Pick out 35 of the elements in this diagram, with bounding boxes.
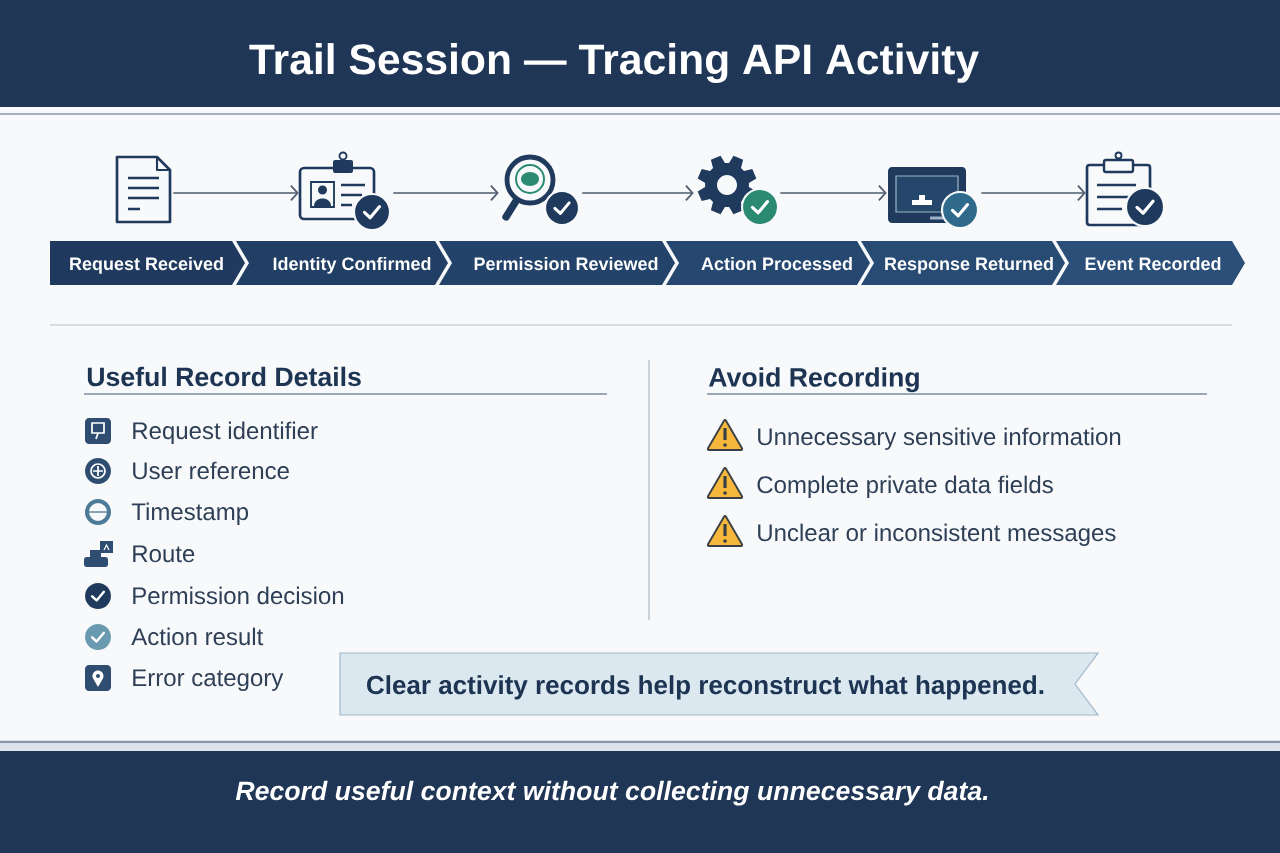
arrow: [980, 184, 1086, 202]
arrow: [779, 184, 887, 202]
chevron-step: Response Returned: [861, 241, 1065, 285]
list-item: Request identifier: [133, 421, 318, 444]
chevron-step: Identity Confirmed: [236, 241, 448, 285]
section-heading: Avoid Recording: [708, 367, 919, 393]
arrow: [581, 184, 694, 202]
list-item: Unnecessary sensitive information: [758, 427, 1121, 450]
list-item: User reference: [133, 461, 289, 480]
list-item: Action result: [131, 627, 264, 646]
list-item: Error category: [133, 669, 284, 691]
gear-icon: [697, 155, 780, 227]
list-item: Permission decision: [133, 586, 344, 605]
chevron-step: Event Recorded: [1056, 241, 1245, 285]
magnifier-icon: [502, 154, 581, 227]
arrow: [392, 184, 499, 202]
monitor-icon: [888, 167, 980, 230]
clipboard-icon: [1085, 151, 1166, 228]
node-label: Action Processed: [701, 256, 852, 271]
arrow: [172, 184, 299, 202]
list-item: Complete private data fields: [757, 475, 1053, 498]
section-heading: Useful Record Details: [87, 366, 361, 387]
chevron-step: Action Processed: [666, 241, 870, 285]
ribbon-banner: Clear activity records help reconstruct what happened.: [339, 652, 1100, 716]
list-item: Timestamp: [131, 502, 249, 525]
node-label: Response Returned: [885, 256, 1053, 274]
caption: Record useful context without collecting unnecessary data.: [235, 780, 988, 806]
id-badge-icon: [298, 151, 392, 232]
list-item: Unclear or inconsistent messages: [758, 523, 1116, 546]
chevron-step: Permission Reviewed: [439, 241, 675, 285]
title: Trail Session — Tracing API Activity: [249, 43, 979, 84]
list-item: Route: [133, 545, 195, 563]
chevron-step: Request Received: [50, 241, 245, 285]
node-label: Event Recorded: [1085, 256, 1221, 271]
document-icon: [115, 155, 172, 224]
